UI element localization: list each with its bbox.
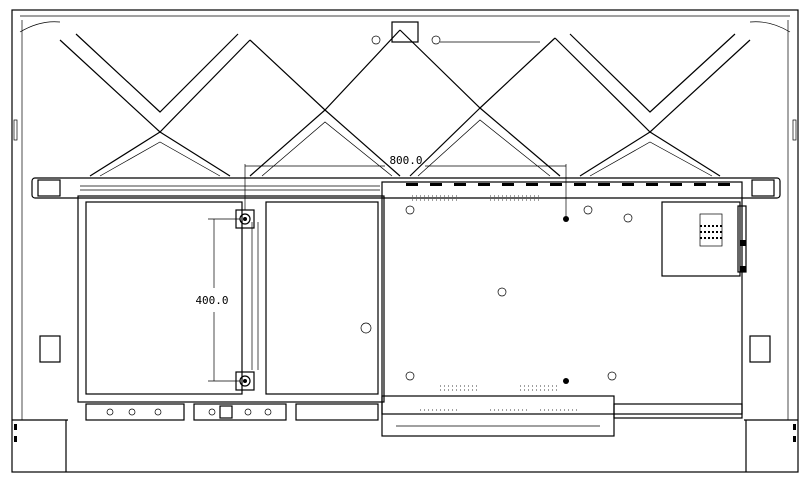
lattice-bracket [59,21,751,177]
top-vent-strip [406,183,730,186]
side-marks [13,119,797,442]
cabinet-outline [11,9,799,473]
main-board [381,181,747,437]
vesa-holes-left [235,209,255,391]
vent-dots [412,195,580,415]
io-module [661,201,747,277]
horizontal-dimension-label: 800.0 [389,154,422,167]
dimension-horizontal: 800.0 [244,154,567,216]
dimension-vertical: 400.0 [195,218,240,382]
vertical-dimension-label: 400.0 [195,294,228,307]
horizontal-rail [31,177,781,363]
left-panels [77,195,385,421]
